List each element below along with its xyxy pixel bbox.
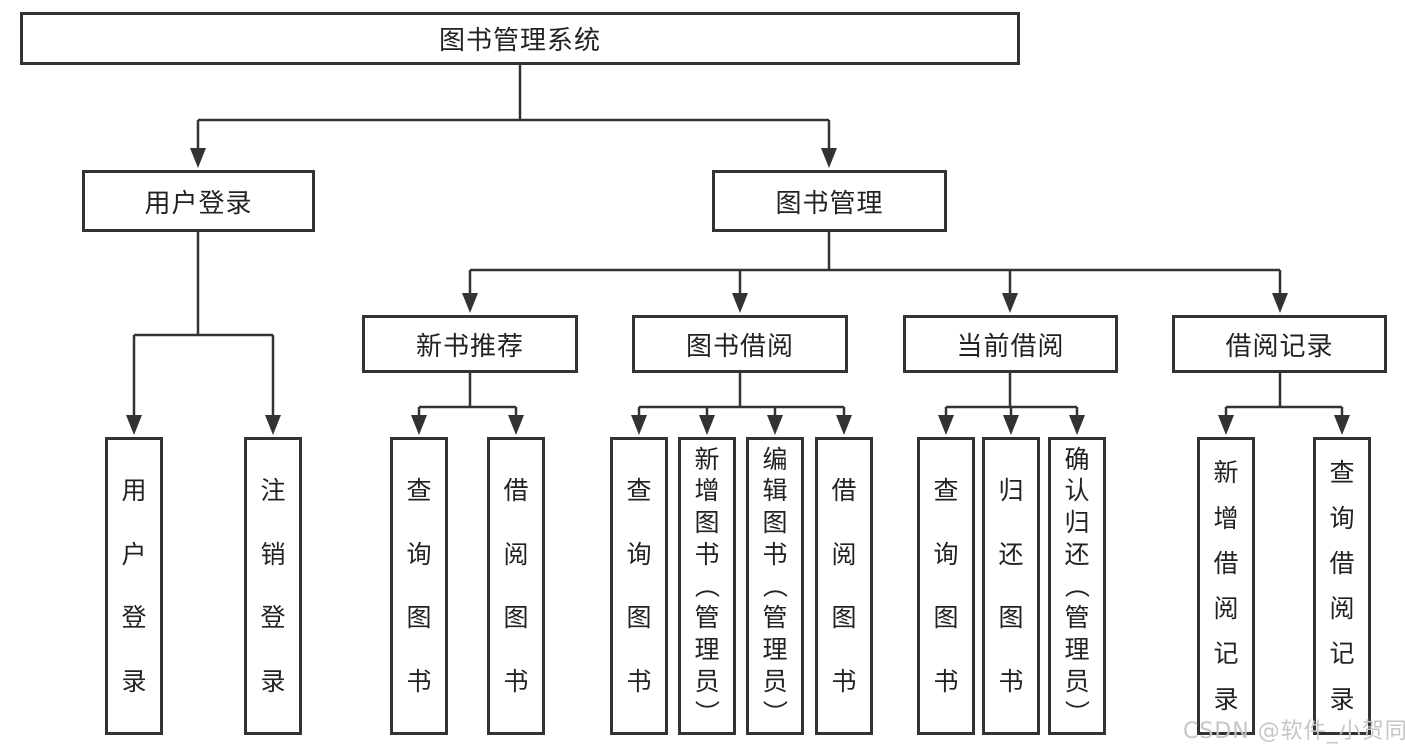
leaf-return-book: 归还图书 bbox=[982, 437, 1040, 735]
node-user-login: 用户登录 bbox=[82, 170, 315, 232]
leaf-query-book: 查询图书 bbox=[917, 437, 975, 735]
leaf-borrow-book: 借阅图书 bbox=[815, 437, 873, 735]
node-book-management: 图书管理 bbox=[712, 170, 947, 232]
leaf-borrow-book: 借阅图书 bbox=[487, 437, 545, 735]
node-borrow-records: 借阅记录 bbox=[1172, 315, 1387, 373]
leaf-edit-book-admin: 编辑图书（管理员） bbox=[746, 437, 804, 735]
leaf-add-book-admin: 新增图书（管理员） bbox=[678, 437, 736, 735]
leaf-add-borrow-record: 新增借阅记录 bbox=[1197, 437, 1255, 735]
node-current-borrow: 当前借阅 bbox=[903, 315, 1118, 373]
leaf-logout: 注销登录 bbox=[244, 437, 302, 735]
leaf-confirm-return-admin: 确认归还（管理员） bbox=[1048, 437, 1106, 735]
node-book-borrow: 图书借阅 bbox=[632, 315, 848, 373]
leaf-query-book: 查询图书 bbox=[610, 437, 668, 735]
csdn-watermark: CSDN @软件_小贺同学 bbox=[1183, 719, 1405, 744]
leaf-query-book: 查询图书 bbox=[390, 437, 448, 735]
leaf-query-borrow-record: 查询借阅记录 bbox=[1313, 437, 1371, 735]
leaf-user-login: 用户登录 bbox=[105, 437, 163, 735]
node-new-book-recommend: 新书推荐 bbox=[362, 315, 578, 373]
node-root: 图书管理系统 bbox=[20, 12, 1020, 65]
